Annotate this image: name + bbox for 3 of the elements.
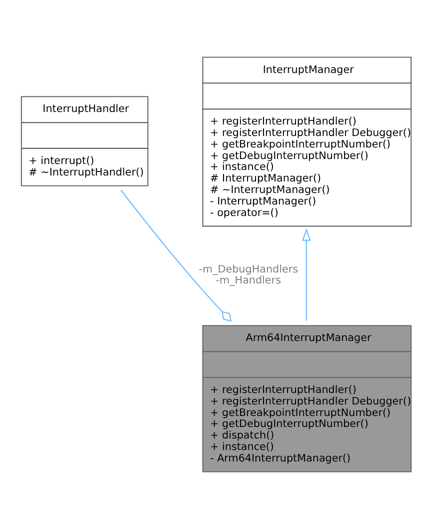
edge-label: -m_DebugHandlers -m_Handlers — [198, 263, 298, 287]
connector — [120, 190, 231, 322]
arrow — [302, 228, 310, 321]
